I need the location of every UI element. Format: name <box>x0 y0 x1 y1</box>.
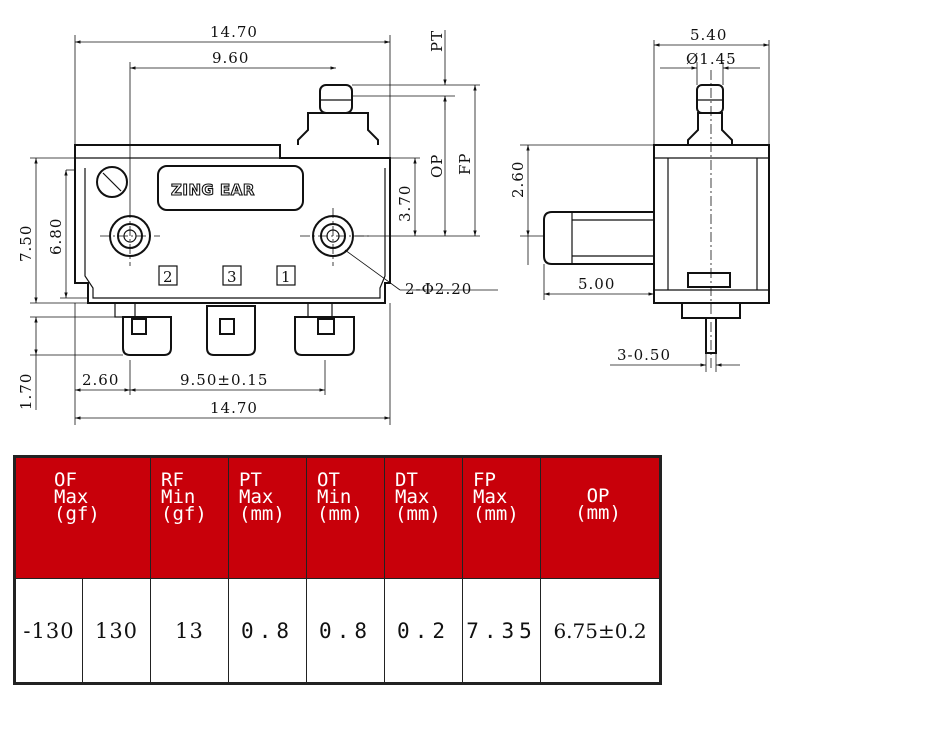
technical-drawing: ZING EAR 2 3 1 <box>17 23 770 425</box>
value-row: -130 130 13 0.8 0.8 0.2 7.35 6.75±0.2 <box>14 578 662 684</box>
header-pt: PT Max (mm) <box>228 456 308 579</box>
label-pt: PT <box>428 30 446 52</box>
rivet-circle <box>96 166 128 198</box>
side-body <box>653 144 770 304</box>
dim-terminal-height: 1.70 <box>17 373 35 410</box>
value-of-max: 130 <box>81 578 152 684</box>
header-dt: DT Max (mm) <box>384 456 464 579</box>
dim-holes: 2-Φ2.20 <box>405 280 472 298</box>
value-ot: 0.8 <box>306 578 386 684</box>
header-of: OF Max (gf) <box>13 456 152 579</box>
dim-plunger: Ø1.45 <box>686 50 737 68</box>
dim-width-bottom: 14.70 <box>210 399 258 417</box>
dim-height-body: 6.80 <box>47 218 65 255</box>
terminal-label-3: 3 <box>227 268 238 286</box>
dim-side-width: 5.40 <box>690 26 727 44</box>
plunger <box>297 84 379 145</box>
dim-hole-height: 3.70 <box>396 185 414 222</box>
header-rf: RF Min (gf) <box>150 456 230 579</box>
dim-lever-length: 5.00 <box>578 275 615 293</box>
side-view: 5.40 Ø1.45 2.60 5.00 3-0.50 <box>509 26 770 372</box>
label-fp: FP <box>456 152 474 175</box>
logo-plate <box>157 165 304 211</box>
brand-logo: ZING EAR <box>171 181 255 199</box>
dim-lever-height: 2.60 <box>509 161 527 198</box>
value-dt: 0.2 <box>384 578 464 684</box>
value-fp: 7.35 <box>462 578 542 684</box>
dim-first-terminal: 2.60 <box>82 371 119 389</box>
value-op: 6.75±0.2 <box>540 578 662 684</box>
value-of-min: -130 <box>14 578 83 684</box>
terminal-label-2: 2 <box>163 268 174 286</box>
mounting-hole-right <box>300 208 370 266</box>
side-lever <box>543 211 654 265</box>
value-rf: 13 <box>150 578 230 684</box>
switch-body <box>74 144 391 304</box>
dim-terminal-pitch: 9.50±0.15 <box>180 371 268 389</box>
value-pt: 0.8 <box>228 578 308 684</box>
header-ot: OT Min (mm) <box>306 456 386 579</box>
terminal-label-1: 1 <box>281 268 292 286</box>
header-row: OF Max (gf) RF Min (gf) PT Max (mm) OT M… <box>13 456 662 579</box>
dim-width-top: 14.70 <box>210 23 258 41</box>
dim-height-total: 7.50 <box>17 225 35 262</box>
spec-table: OF Max (gf) RF Min (gf) PT Max (mm) OT M… <box>13 455 663 685</box>
header-fp: FP Max (mm) <box>462 456 542 579</box>
front-view: ZING EAR 2 3 1 <box>17 23 498 425</box>
header-op: OP (mm) <box>540 456 662 579</box>
mounting-hole-left <box>100 208 160 266</box>
dim-pin-offset: 9.60 <box>212 49 249 67</box>
dim-terminal-thickness: 3-0.50 <box>617 346 671 364</box>
label-op: OP <box>428 154 446 178</box>
terminals <box>114 302 355 356</box>
